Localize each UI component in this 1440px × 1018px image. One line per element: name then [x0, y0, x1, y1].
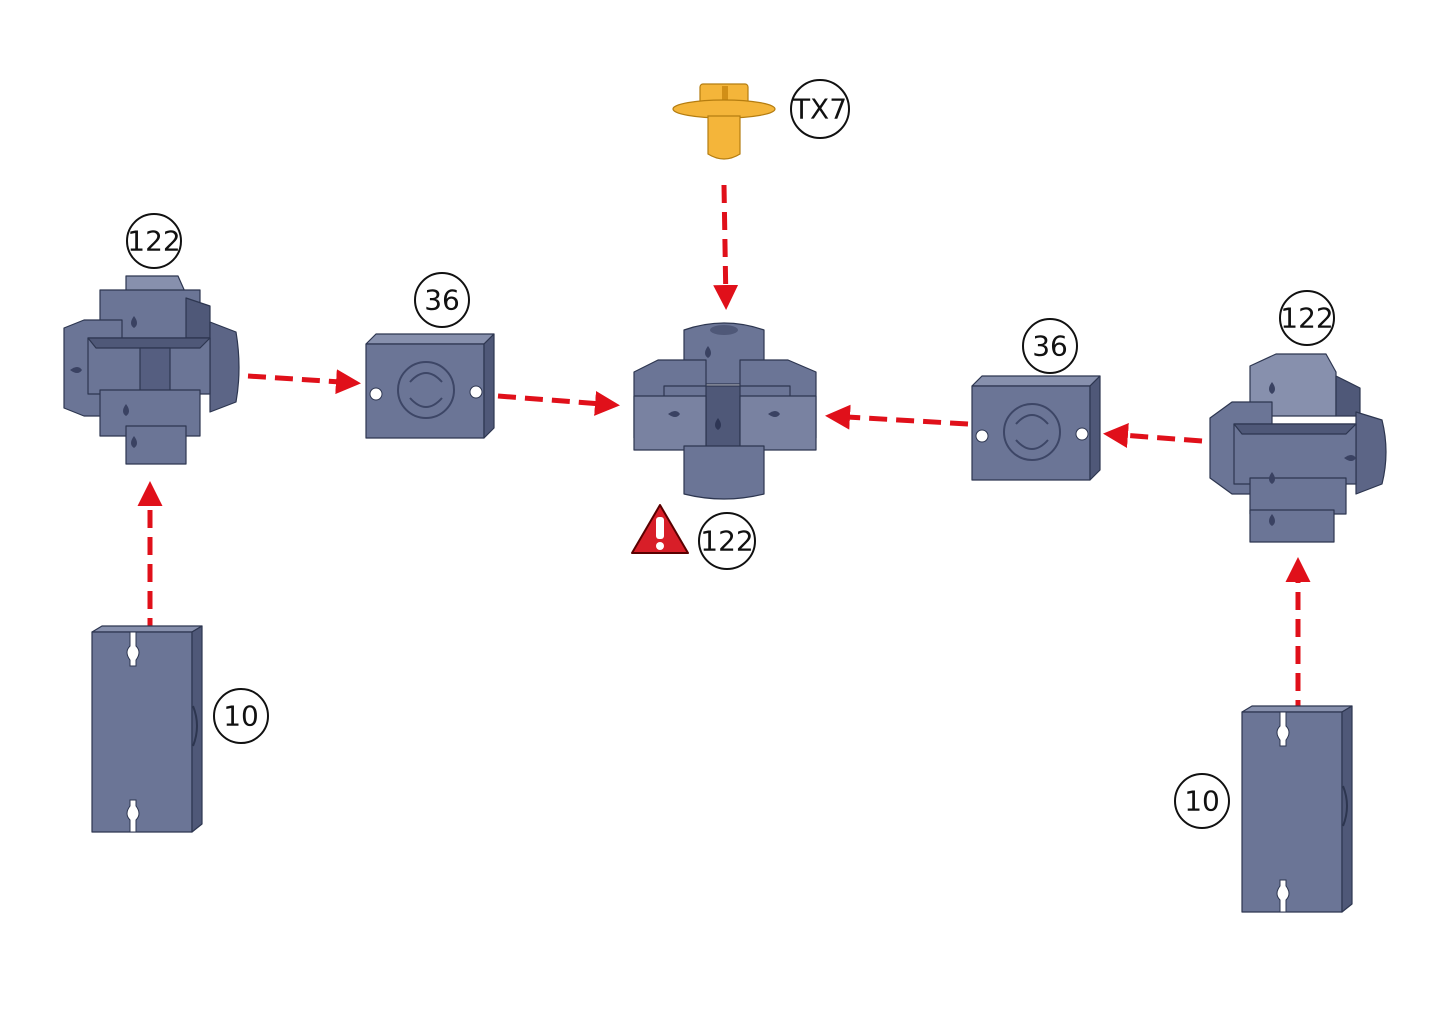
arrow-block-left-to-connector-center: [498, 396, 615, 405]
label-block-right-text: 36: [1032, 330, 1068, 363]
connector-part-center: [634, 323, 816, 499]
label-connector-left-text: 122: [127, 225, 180, 258]
fastener-part: [673, 84, 775, 159]
label-connector-left: 122: [127, 214, 181, 268]
connector-part-right: [1210, 354, 1386, 542]
post-part-right: [1242, 706, 1352, 912]
label-fastener-text: TX7: [792, 93, 847, 126]
label-block-left: 36: [415, 273, 469, 327]
label-connector-center-text: 122: [700, 525, 753, 558]
label-fastener: TX7: [791, 80, 849, 138]
label-connector-right-text: 122: [1280, 302, 1333, 335]
label-post-right: 10: [1175, 774, 1229, 828]
label-post-left: 10: [214, 689, 268, 743]
block-part-right: [972, 376, 1100, 480]
warning-icon: [632, 505, 688, 553]
connector-part-left: [64, 276, 239, 464]
label-block-right: 36: [1023, 319, 1077, 373]
block-part-left: [366, 334, 494, 438]
arrow-connector-right-to-block-right: [1108, 434, 1202, 441]
arrow-fastener-to-connector-center: [724, 185, 726, 305]
label-block-left-text: 36: [424, 284, 460, 317]
label-connector-center: 122: [699, 513, 755, 569]
post-part-left: [92, 626, 202, 832]
label-connector-right: 122: [1280, 291, 1334, 345]
label-post-left-text: 10: [223, 700, 259, 733]
arrow-block-right-to-connector-center: [830, 416, 968, 424]
arrow-connector-left-to-block-left: [248, 376, 356, 383]
label-post-right-text: 10: [1184, 785, 1220, 818]
